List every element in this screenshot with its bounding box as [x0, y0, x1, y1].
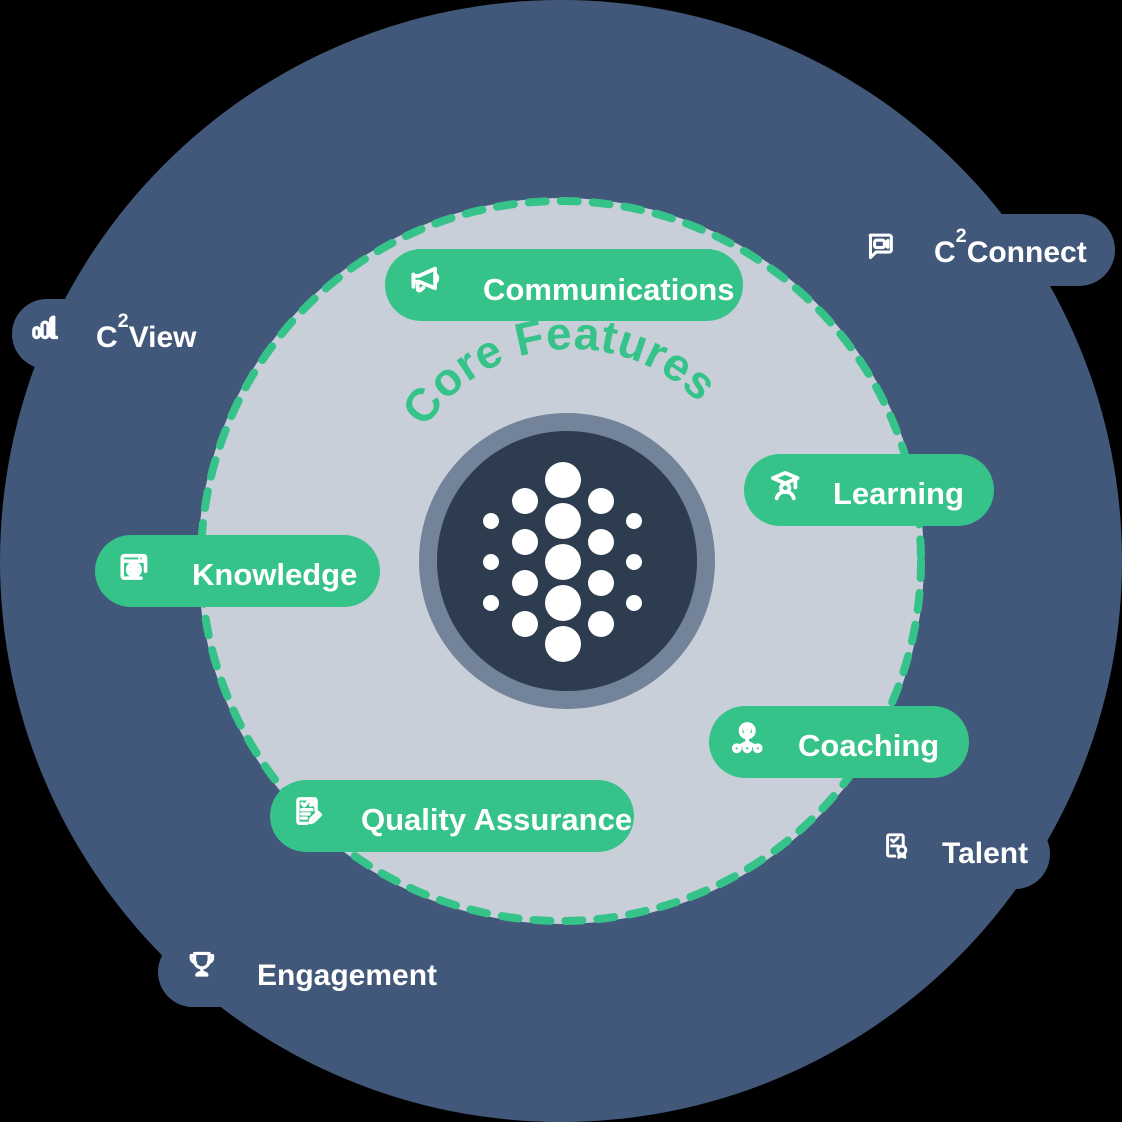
megaphone-icon [411, 266, 440, 293]
mentor-network-icon [731, 722, 763, 754]
feature-pill-learning-label: Learning [833, 476, 964, 511]
video-chat-bubble-icon [868, 233, 893, 260]
core-dot-pattern [483, 462, 642, 662]
feature-pill-coaching[interactable]: Coaching [709, 706, 969, 778]
feature-pill-knowledge[interactable]: Knowledge [95, 535, 380, 607]
feature-pill-quality-assurance-label: Quality Assurance [361, 802, 632, 837]
browser-globe-icon [120, 553, 148, 580]
outer-module-engagement[interactable]: Engagement [189, 951, 437, 992]
outer-module-talent[interactable]: Talent [886, 833, 1029, 870]
feature-pill-knowledge-label: Knowledge [192, 557, 357, 592]
outer-module-engagement-label: Engagement [257, 959, 437, 992]
bar-chart-icon [32, 315, 59, 340]
outer-module-c2connect-label: C2Connect [934, 225, 1087, 269]
outer-module-c2connect[interactable]: C2Connect [868, 225, 1087, 269]
outer-module-c2view[interactable]: C2View [32, 310, 197, 354]
outer-module-c2view-label: C2View [96, 310, 197, 354]
graduate-person-icon [771, 471, 800, 501]
trophy-icon [189, 951, 215, 977]
checklist-pencil-icon [296, 797, 323, 825]
feature-pill-coaching-label: Coaching [798, 728, 939, 763]
feature-pill-learning[interactable]: Learning [744, 454, 994, 526]
certificate-award-icon [886, 833, 908, 859]
core-circle-group [419, 413, 715, 709]
outer-module-talent-label: Talent [942, 837, 1028, 870]
feature-pill-communications-label: Communications [483, 272, 734, 307]
feature-pill-communications[interactable]: Communications [385, 249, 743, 321]
feature-pill-quality-assurance[interactable]: Quality Assurance [270, 780, 634, 852]
